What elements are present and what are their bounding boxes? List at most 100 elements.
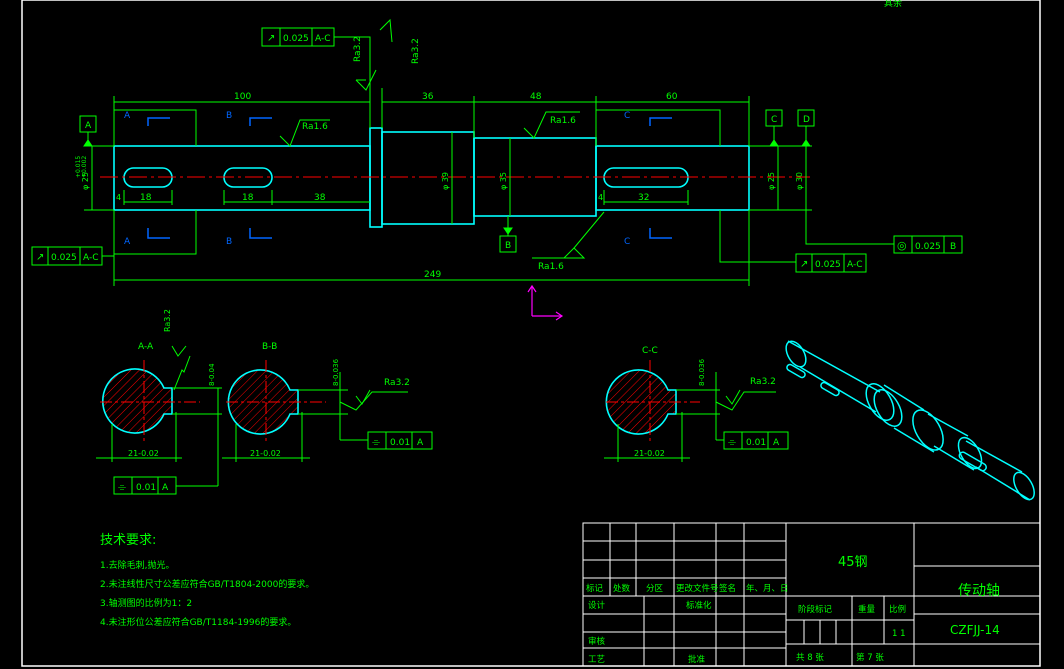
section-mark: B <box>226 237 232 247</box>
datum-letter: D <box>803 115 810 125</box>
isometric-view <box>785 340 1035 501</box>
tb-label: 工艺 <box>588 655 605 665</box>
datum-letter: A <box>85 121 92 131</box>
tech-line: 4.未注形位公差应符合GB/T1184-1996的要求。 <box>100 616 296 628</box>
fcf-concentricity <box>805 210 963 254</box>
tb-label: 阶段标记 <box>798 604 833 615</box>
part-name: 传动轴 <box>958 583 1000 599</box>
tb-label: 批准 <box>688 654 706 665</box>
tech-line: 1.去除毛刺,抛光。 <box>100 559 174 571</box>
fcf-symbol: ⌯ <box>372 437 380 448</box>
dim-text: 8-0.04 <box>208 363 216 386</box>
fcf-symbol: ↗ <box>36 252 44 263</box>
tb-label: 重量 <box>858 604 876 615</box>
tb-label: 更改文件号 <box>676 583 719 594</box>
ucs-icon <box>527 284 564 321</box>
tb-label: 共 8 张 <box>796 653 824 663</box>
fcf-datum: A-C <box>315 34 331 44</box>
tb-label: 处数 <box>613 583 631 594</box>
fcf-value: 0.01 <box>746 438 766 448</box>
datum-letter: B <box>505 241 511 251</box>
dim-text: φ 30 <box>795 172 804 190</box>
dim-text: 4 <box>598 193 603 202</box>
tech-line: 2.未注线性尺寸公差应符合GB/T1804-2000的要求。 <box>100 578 314 590</box>
dim-text: 18 <box>242 193 254 203</box>
section-mark: C <box>624 111 630 121</box>
dim-text: 249 <box>424 270 441 280</box>
tb-label: 年、月、日 <box>746 583 789 594</box>
section-mark: C <box>624 237 630 247</box>
tech-line: 3.轴测图的比例为1：2 <box>100 597 192 609</box>
fcf-runout-left <box>31 210 115 266</box>
dim-text: 21-0.02 <box>634 449 665 458</box>
dim-text: φ 25 <box>81 172 90 190</box>
fcf-symbol: ⌯ <box>118 482 126 493</box>
fcf-symbol: ↗ <box>267 33 275 44</box>
fcf-datum: A <box>773 438 780 448</box>
section-title: A-A <box>138 342 154 352</box>
dim-text: 48 <box>530 92 542 102</box>
tb-label: 第 7 张 <box>856 652 884 663</box>
dim-text: 18 <box>140 193 152 203</box>
tb-label: 标准化 <box>686 600 712 611</box>
tb-label: 审核 <box>588 636 606 647</box>
section-cc <box>604 360 789 462</box>
fcf-symbol: ⌯ <box>728 437 736 448</box>
dim-text: 32 <box>638 193 649 203</box>
fcf-runout-top <box>261 27 371 128</box>
section-mark: B <box>226 111 232 121</box>
dim-text: φ 25 <box>767 172 776 190</box>
dim-text: 8-0.036 <box>332 358 340 386</box>
tol-text: +0.015 <box>75 156 82 178</box>
tb-label: 设计 <box>588 600 606 611</box>
dim-text: 60 <box>666 92 678 102</box>
dim-text: 38 <box>314 193 326 203</box>
fcf-datum: A <box>162 483 169 493</box>
section-mark: A <box>124 111 131 121</box>
tb-label: 分区 <box>646 584 664 594</box>
dim-text: 100 <box>234 92 251 102</box>
dim-text: φ 35 <box>499 172 508 190</box>
roughness-label: Ra1.6 <box>538 262 564 272</box>
tb-label: 签名 <box>719 583 736 594</box>
dim-text: 21-0.02 <box>128 449 159 458</box>
title-block <box>582 522 1041 667</box>
dim-text: φ 39 <box>441 172 450 190</box>
material-text: 45钢 <box>838 555 868 570</box>
dim-text: 21-0.02 <box>250 449 281 458</box>
tech-heading: 技术要求: <box>100 533 156 548</box>
roughness-label: Ra1.6 <box>302 122 328 132</box>
drawing-frame <box>21 0 1041 667</box>
fcf-value: 0.01 <box>390 438 410 448</box>
tol-text: +0.002 <box>81 156 88 178</box>
dim-text: 36 <box>422 92 434 102</box>
roughness-label: Ra3.2 <box>353 36 363 62</box>
fcf-symbol: ↗ <box>800 259 808 270</box>
dim-text: 4 <box>116 193 121 202</box>
tb-label: 比例 <box>889 604 906 615</box>
section-title: B-B <box>262 342 277 352</box>
section-bb <box>222 360 433 462</box>
fcf-value: 0.01 <box>136 483 156 493</box>
fcf-value: 0.025 <box>283 34 309 44</box>
roughness-label: Ra1.6 <box>550 116 576 126</box>
tb-label: 标记 <box>586 583 604 594</box>
drawing-code: CZFJJ-14 <box>950 623 1000 637</box>
roughness-label: Ra3.2 <box>411 38 421 64</box>
partial-roughness-label: 其余 <box>884 0 902 9</box>
fcf-datum: B <box>950 242 956 252</box>
datum-letter: C <box>771 115 777 125</box>
roughness-symbol <box>355 69 377 91</box>
fcf-value: 0.025 <box>51 253 77 263</box>
fcf-runout-right <box>795 253 867 273</box>
dim-text: 8-0.036 <box>698 358 706 386</box>
section-aa <box>96 345 222 495</box>
top-dimensions <box>113 96 750 286</box>
roughness-label: Ra3.2 <box>163 309 172 332</box>
tb-value: 1 1 <box>892 629 906 639</box>
section-title: C-C <box>642 346 658 356</box>
fcf-symbol: ◎ <box>897 239 907 252</box>
fcf-datum: A-C <box>847 260 863 270</box>
fcf-datum: A-C <box>83 253 99 263</box>
